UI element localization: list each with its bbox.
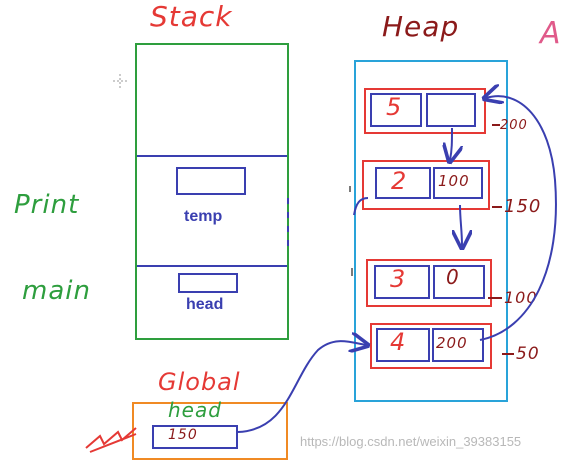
main-frame-top-divider [137, 265, 287, 267]
watermark: https://blog.csdn.net/weixin_39383155 [300, 434, 522, 449]
node-2-address: 150 [504, 196, 542, 217]
node-3-value-cell [374, 265, 430, 299]
node-1-next-cell [426, 93, 476, 127]
node-2-value-cell [375, 167, 431, 199]
node-3-address: 100 [504, 288, 538, 307]
node-4-value-cell [376, 328, 430, 362]
node-1-value: 5 [386, 93, 403, 121]
crossed-out-scribble [85, 427, 137, 453]
node-1-address: 200 [500, 118, 528, 133]
node-4-address: 50 [516, 344, 540, 364]
node-4-next: 200 [436, 334, 468, 352]
frame-label-main: main [22, 276, 91, 306]
global-head-value: 150 [168, 427, 198, 443]
stack-title: Stack [150, 0, 233, 33]
stack-box [135, 43, 289, 340]
node-4-value: 4 [390, 328, 407, 356]
head-variable-cell [178, 273, 238, 293]
node-2-next: 100 [438, 172, 470, 190]
node-3-next-cell [433, 265, 485, 299]
global-head-label: head [168, 398, 222, 422]
temp-pointer-stub [353, 197, 369, 216]
arrow-node1-to-node2 [450, 127, 452, 160]
global-head-cell [152, 425, 238, 449]
node-4-next-cell [432, 328, 484, 362]
temp-variable-cell [176, 167, 246, 195]
temp-variable-label: temp [184, 208, 223, 225]
arrow-node4-to-node1 [480, 96, 557, 341]
heap-node-3 [366, 259, 492, 307]
head-variable-label: head [186, 296, 224, 313]
node-3-value: 3 [390, 265, 407, 293]
arrow-global-head-to-node4 [237, 341, 366, 433]
arrow-node2-to-node3 [460, 204, 462, 246]
corner-cross-mark [113, 74, 127, 88]
global-title: Global [158, 368, 241, 396]
node-1-value-cell [370, 93, 422, 127]
print-frame-top-divider [137, 155, 287, 157]
frame-label-print: Print [14, 190, 80, 220]
node-3-next: 0 [446, 265, 460, 289]
node-2-next-cell [433, 167, 483, 199]
heap-node-1 [364, 88, 486, 134]
node-2-value: 2 [391, 167, 408, 195]
heap-box [354, 60, 508, 402]
heap-node-2 [362, 160, 490, 210]
corner-label: A [540, 16, 562, 51]
heap-title: Heap [382, 10, 460, 43]
